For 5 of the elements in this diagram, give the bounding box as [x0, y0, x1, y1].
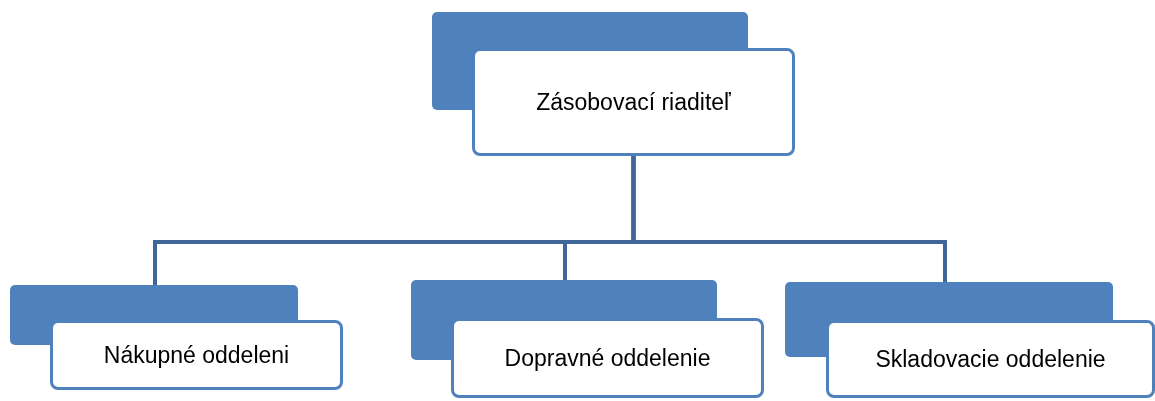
position-title: Zásobovací riaditeľ — [536, 88, 731, 116]
position-title: Nákupné oddeleni — [103, 341, 290, 369]
position-title: Skladovacie oddelenie — [875, 345, 1106, 373]
connector-line — [631, 156, 947, 282]
position-title: Dopravné oddelenie — [504, 344, 711, 372]
